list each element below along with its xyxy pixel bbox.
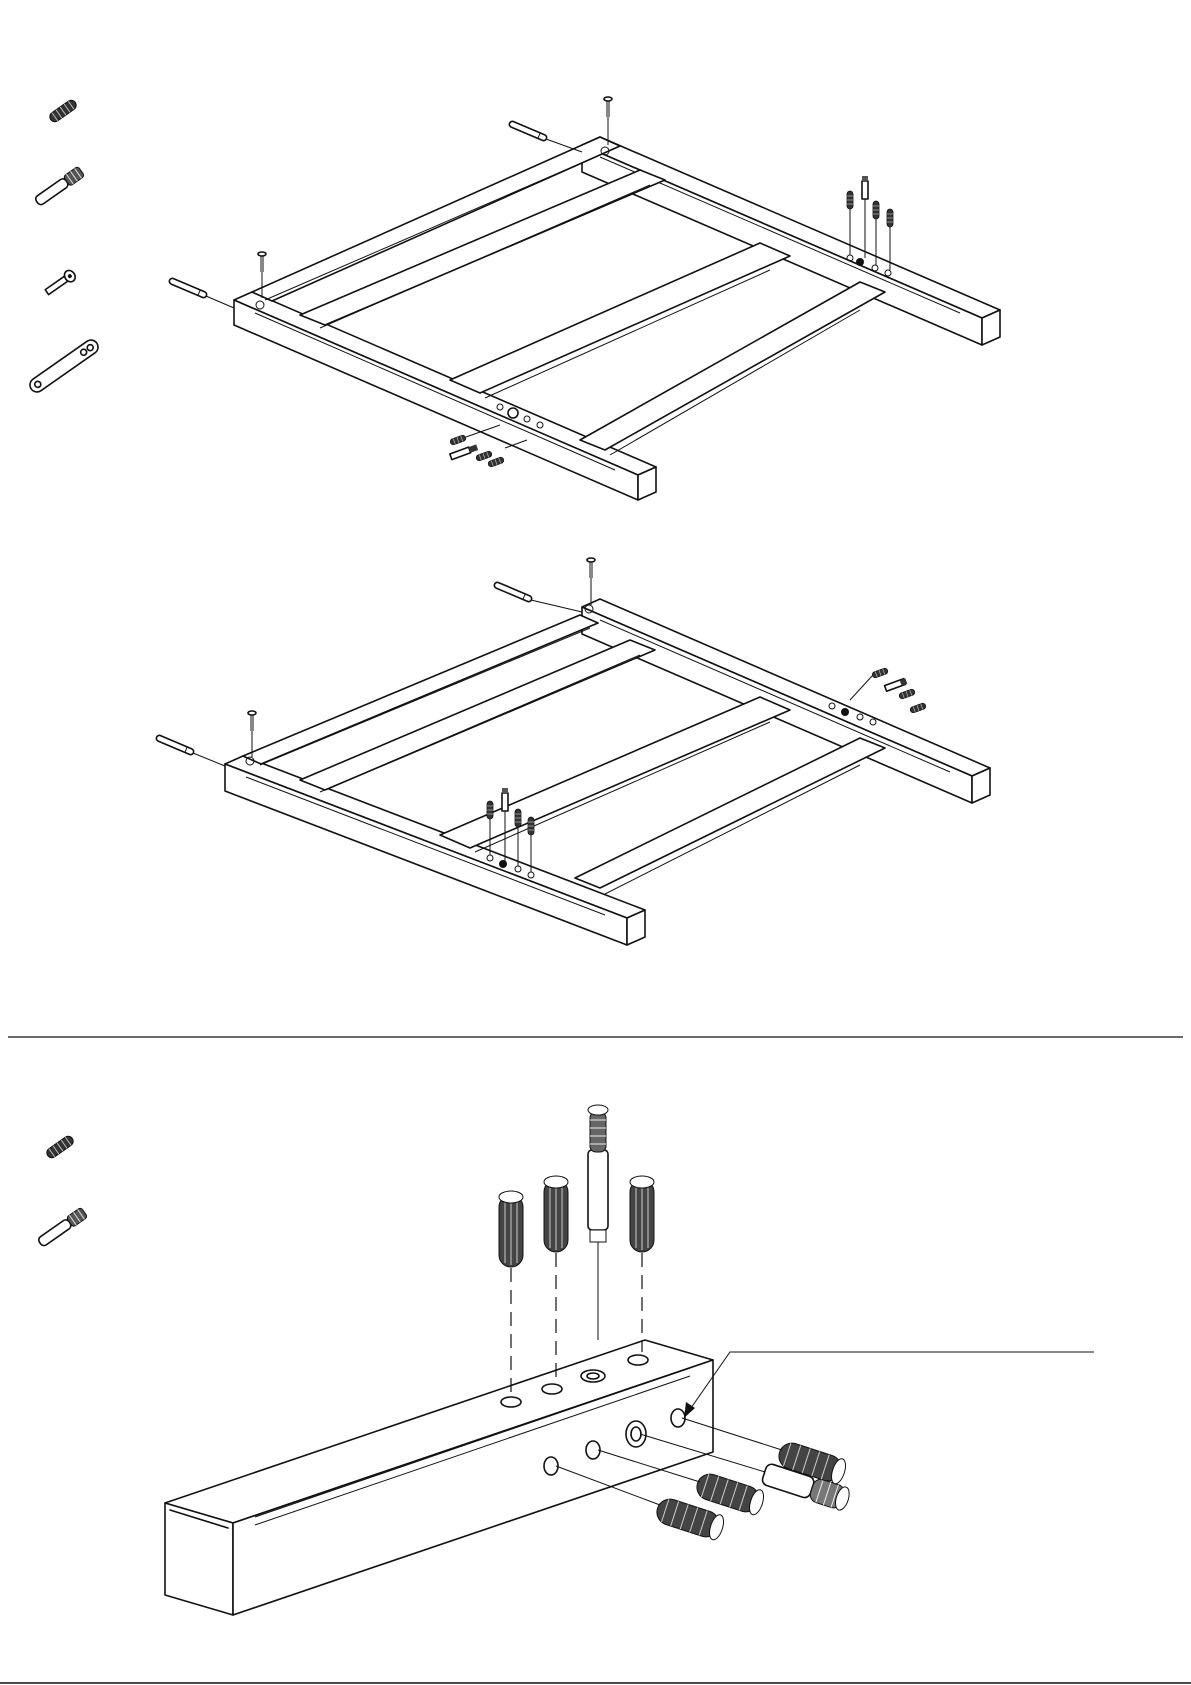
pin-a1 <box>168 277 207 298</box>
wood-dowel-icon <box>48 98 78 123</box>
frame-assembly-a <box>168 97 1000 500</box>
cam-bolt-icon <box>34 166 85 207</box>
allen-key-icon <box>27 337 101 394</box>
pin-a2 <box>508 120 547 141</box>
rail-detail <box>165 1105 1094 1623</box>
cam-bolt-icon-detail <box>37 1207 88 1248</box>
wood-dowel-icon-detail <box>45 1134 75 1159</box>
frame-assembly-b <box>155 558 990 945</box>
screw-icon <box>43 268 77 297</box>
